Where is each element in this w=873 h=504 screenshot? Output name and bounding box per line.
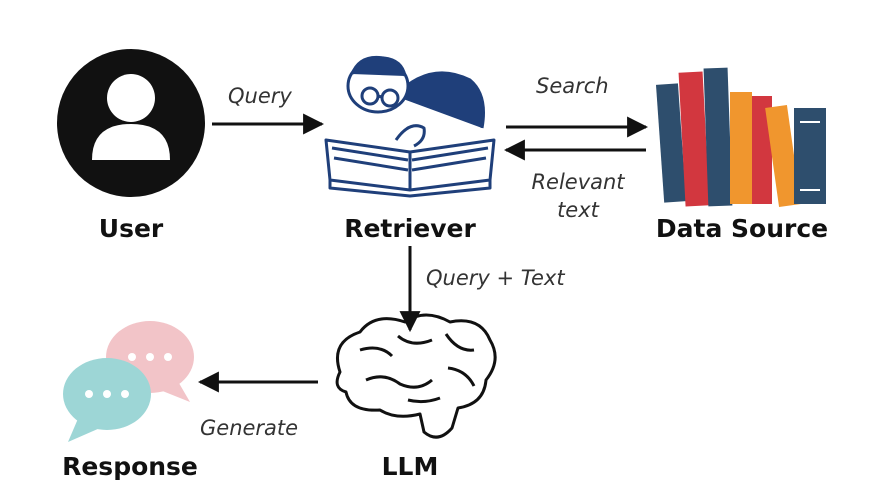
- query-edge-label: Query: [228, 84, 292, 108]
- relevant-text-edge-label: Relevant text: [531, 170, 625, 222]
- response-label: Response: [62, 452, 198, 481]
- data-source-label: Data Source: [655, 214, 829, 243]
- generate-edge-label: Generate: [200, 416, 299, 440]
- user-label: User: [98, 214, 164, 243]
- retriever-label: Retriever: [344, 214, 476, 243]
- books-icon: [655, 67, 826, 208]
- query-text-edge-label: Query + Text: [426, 266, 565, 290]
- reading-person-icon: [324, 55, 496, 198]
- llm-label: LLM: [381, 452, 439, 481]
- user-icon: [57, 49, 205, 197]
- chat-bubbles-icon: [63, 321, 194, 442]
- brain-icon: [335, 313, 497, 439]
- search-edge-label: Search: [536, 74, 609, 98]
